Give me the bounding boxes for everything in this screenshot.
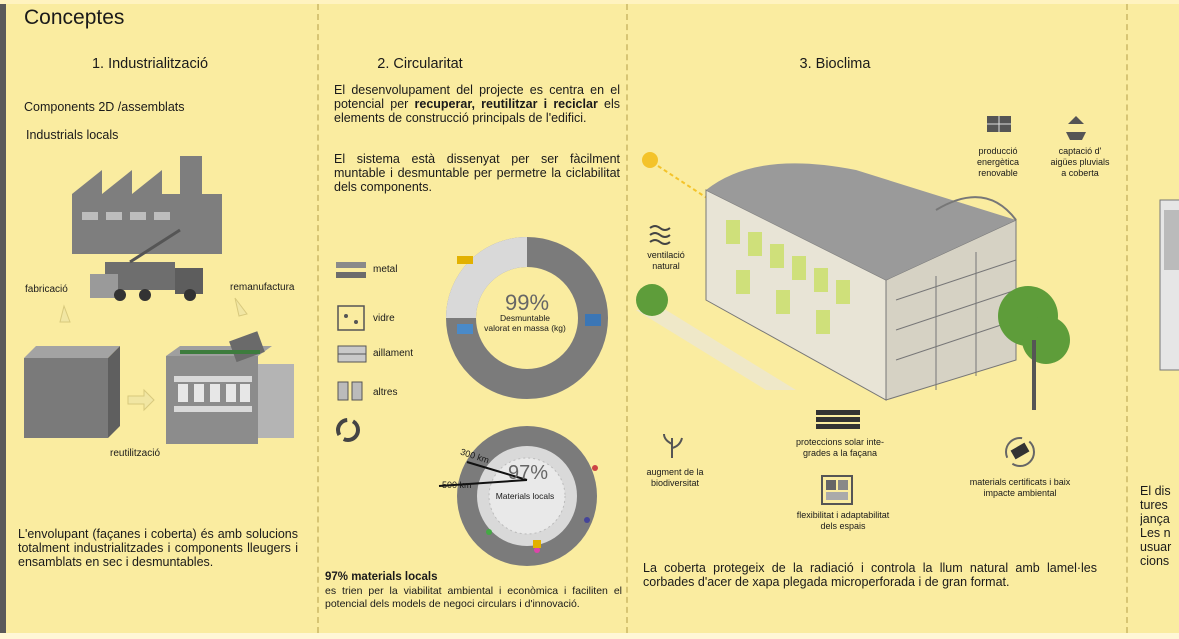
- legend-vidre: vidre: [373, 313, 395, 324]
- solar-panel-icon: [987, 116, 1011, 132]
- factory-icon: [72, 156, 222, 254]
- ventilation-icon: [649, 225, 671, 245]
- col4-line-4: Les n: [1140, 526, 1171, 540]
- col4-text: El dis tures jança Les n usuar cions: [1140, 484, 1179, 568]
- col2-paragraph-2: El sistema està dissenyat per ser fàcilm…: [334, 152, 620, 194]
- label-materials-2: impacte ambiental: [983, 488, 1057, 498]
- col4-line-1: El dis: [1140, 484, 1171, 498]
- page-title: Conceptes: [24, 6, 125, 29]
- industrialization-illustration: [24, 156, 294, 444]
- col4-line-3: jança: [1140, 512, 1170, 526]
- rainwater-icon: [1066, 116, 1086, 140]
- label-biodiversitat-1: augment de la: [646, 467, 704, 477]
- col4-line-2: tures: [1140, 498, 1168, 512]
- recycle-icon: [336, 418, 360, 442]
- label-fabricacio: fabricació: [25, 284, 68, 295]
- insulation-icon: [337, 345, 367, 363]
- label-produccio: producció energètica renovable: [958, 146, 1038, 179]
- label-produccio-2: energètica: [976, 157, 1020, 167]
- col3-paragraph: La coberta protegeix de la radiació i co…: [643, 561, 1097, 589]
- donut2-value: 97%: [507, 462, 549, 484]
- arrow-down-icon: [59, 304, 71, 323]
- col2-footer-text: es trien per la viabilitat ambiental i e…: [325, 585, 622, 610]
- label-proteccions-1: proteccions solar inte-: [795, 437, 885, 447]
- bottom-edge: [0, 633, 1179, 639]
- col2-paragraph-1: El desenvolupament del projecte es centr…: [334, 83, 620, 125]
- arrow-right-icon: [127, 388, 155, 412]
- col2-p1-start: El desenvolupament del projecte es centr…: [334, 83, 620, 111]
- glass-icon: [337, 305, 365, 331]
- col4-line-6: cions: [1140, 554, 1170, 568]
- metal-icon: [336, 262, 366, 278]
- top-edge: [0, 0, 1179, 4]
- truck-icon: [90, 228, 203, 301]
- label-materials-1: materials certificats i baix: [969, 477, 1071, 487]
- label-flexibilitat: flexibilitat i adaptabilitat dels espais: [773, 510, 913, 532]
- col4-partial-illustration: [1159, 199, 1179, 371]
- column-divider-2: [626, 4, 628, 633]
- col1-line1: Components 2D /assemblats: [24, 100, 185, 114]
- label-ventilacio-1: ventilació: [647, 250, 685, 260]
- label-biodiversitat: augment de la biodiversitat: [630, 467, 720, 489]
- col2-heading: 2. Circularitat: [377, 56, 463, 72]
- label-ventilacio-2: natural: [652, 261, 680, 271]
- column-divider-3: [1126, 4, 1128, 633]
- col3-heading: 3. Bioclima: [799, 56, 871, 72]
- sun-icon: [642, 152, 711, 201]
- donut-chart-materials-locals: [438, 426, 598, 566]
- legend-metal: metal: [373, 264, 398, 275]
- donut-chart-desmuntable: [446, 237, 608, 399]
- column-divider-1: [317, 4, 319, 633]
- legend-aillament: aillament: [373, 348, 414, 359]
- legend-icons: [336, 262, 367, 442]
- col1-paragraph: L'envolupant (façanes i coberta) és amb …: [18, 527, 298, 569]
- certified-materials-icon: [1005, 437, 1035, 467]
- label-captacio-3: a coberta: [1061, 168, 1099, 178]
- arrow-diagonal-icon: [234, 297, 248, 317]
- col2-footer-bold: 97% materials locals: [325, 571, 438, 583]
- label-flexibilitat-2: dels espais: [820, 521, 866, 531]
- col1-heading: 1. Industrialització: [91, 56, 209, 72]
- col1-line2: Industrials locals: [26, 128, 119, 142]
- label-proteccions: proteccions solar inte- grades a la faça…: [770, 437, 910, 459]
- col4-line-5: usuar: [1140, 540, 1172, 554]
- donut1-label1: Desmuntable: [499, 313, 551, 323]
- col2-p1-bold: recuperar, reutilitzar i reciclar: [414, 97, 598, 111]
- module-box-icon: [24, 346, 120, 438]
- assembled-building-icon: [166, 331, 294, 444]
- col2-p1-end: els elements de construcció principals d…: [334, 97, 620, 125]
- other-icon: [337, 381, 363, 401]
- plant-icon: [663, 433, 683, 458]
- label-reutilitzacio: reutilització: [110, 448, 161, 459]
- donut2-label: Materials locals: [495, 491, 555, 501]
- left-edge-bar: [0, 0, 6, 639]
- donut1-value: 99%: [504, 290, 550, 315]
- label-materials: materials certificats i baix impacte amb…: [945, 477, 1095, 499]
- donut1-label2: valorat en massa (kg): [484, 323, 566, 333]
- label-flexibilitat-1: flexibilitat i adaptabilitat: [796, 510, 890, 520]
- label-produccio-1: producció: [978, 146, 1018, 156]
- label-captacio: captació d' aigües pluvials a coberta: [1038, 146, 1122, 179]
- distance-500: 500 km: [442, 480, 472, 490]
- label-produccio-3: renovable: [978, 168, 1018, 178]
- bioclimatic-building-illustration: [636, 163, 1070, 410]
- flexibility-icon: [821, 475, 853, 505]
- label-proteccions-2: grades a la façana: [802, 448, 878, 458]
- label-captacio-1: captació d': [1058, 146, 1102, 156]
- legend-altres: altres: [373, 387, 398, 398]
- label-captacio-2: aigües pluvials: [1050, 157, 1110, 167]
- solar-protection-icon: [816, 410, 860, 429]
- label-ventilacio: ventilació natural: [636, 250, 696, 272]
- label-biodiversitat-2: biodiversitat: [650, 478, 700, 488]
- label-remanufactura: remanufactura: [230, 282, 295, 293]
